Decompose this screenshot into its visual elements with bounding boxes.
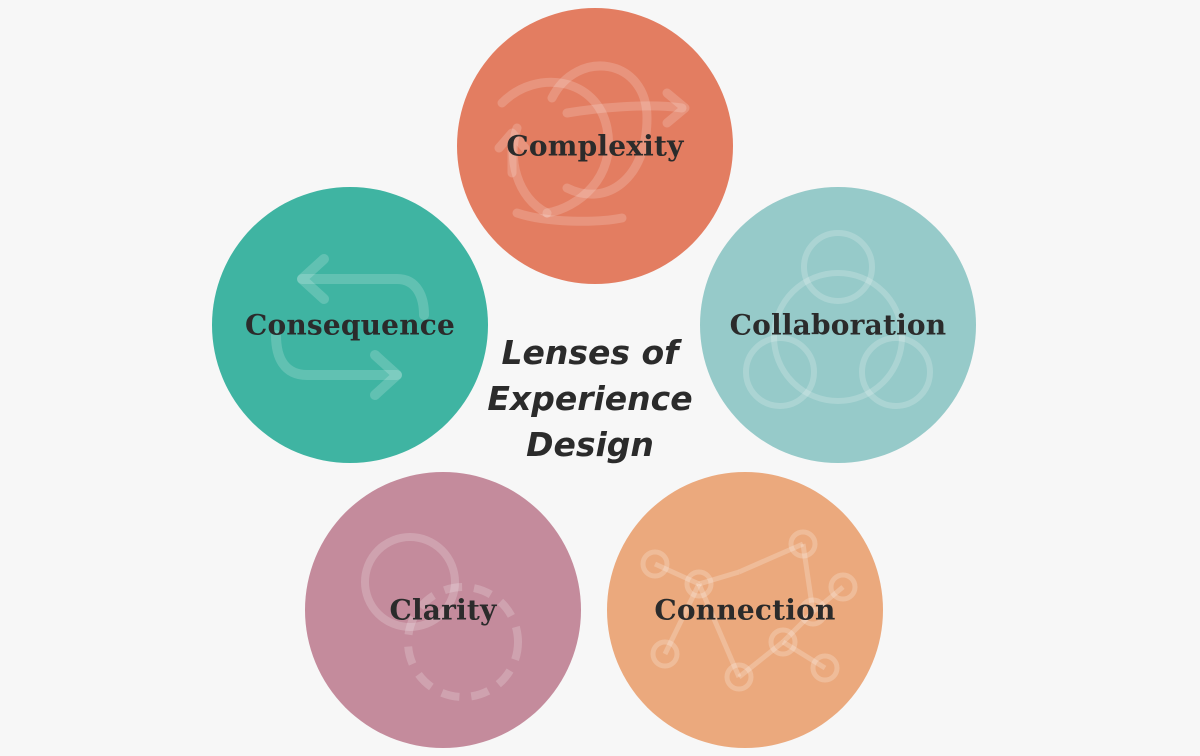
overlapping-circles-icon	[361, 533, 522, 701]
lens-complexity: Complexity	[457, 8, 733, 284]
diagram-title-line-1: Lenses of	[501, 333, 679, 372]
lens-clarity: Clarity	[305, 472, 581, 748]
lens-label-consequence: Consequence	[244, 308, 456, 342]
tangled-arrows-icon	[494, 61, 690, 226]
diagram-title-line-2: Experience	[487, 379, 693, 418]
lens-consequence: Consequence	[212, 187, 488, 463]
lens-collaboration: Collaboration	[700, 187, 976, 463]
three-circles-icon	[743, 230, 933, 409]
diagram-title-line-3: Design	[526, 425, 654, 464]
lens-label-collaboration: Collaboration	[729, 308, 947, 342]
lens-label-connection: Connection	[654, 593, 836, 627]
lens-label-complexity: Complexity	[506, 129, 684, 163]
network-nodes-icon	[640, 529, 858, 692]
lens-label-clarity: Clarity	[389, 593, 497, 627]
diagram-title: Lenses of Experience Design	[480, 330, 700, 468]
lens-connection: Connection	[607, 472, 883, 748]
loop-arrows-icon	[271, 254, 429, 400]
